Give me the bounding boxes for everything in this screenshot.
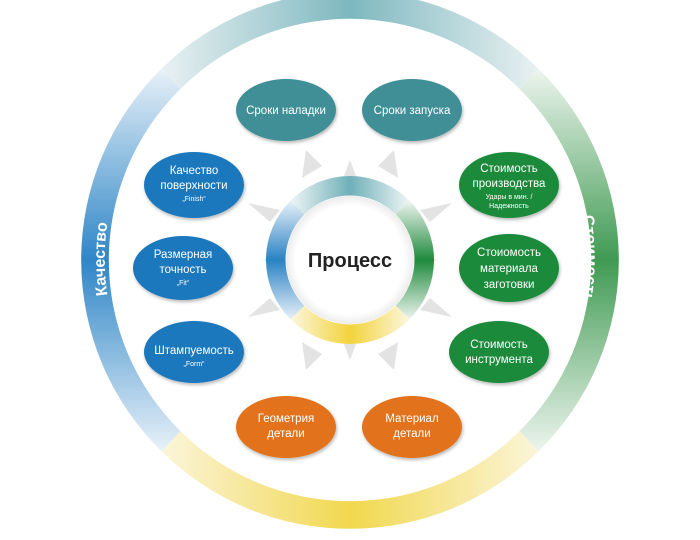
- node-label: Стоимость: [480, 163, 538, 175]
- ray-arrow: [378, 342, 398, 370]
- ray-arrow: [248, 298, 280, 317]
- center-circle: [286, 196, 414, 324]
- outer-ring-top: [161, 0, 539, 89]
- ring-label-right: Стоимость: [578, 214, 599, 304]
- center-title: Процесс: [308, 250, 392, 272]
- node-setup-time: Сроки наладки: [236, 79, 336, 141]
- node-production-cost: Стоимость производства Удары в мин. / На…: [459, 152, 559, 218]
- outer-ring-bottom: [161, 431, 539, 529]
- inner-ring: [265, 175, 435, 345]
- inner-ring-left: [265, 200, 305, 320]
- outer-ring: [81, 0, 619, 529]
- node-tool-cost: Стоимость инструмента: [449, 321, 549, 383]
- node-sublabel: „Fit“: [177, 280, 190, 287]
- ray-arrow: [302, 150, 322, 178]
- ray-arrow: [420, 298, 452, 317]
- node-sublabel: Удары в мин. /: [486, 194, 533, 201]
- node-label: производства: [473, 178, 547, 190]
- node-label: точность: [159, 264, 206, 276]
- node-ellipse: [362, 79, 462, 141]
- node-label: Качество: [170, 165, 219, 177]
- node-label: Геометрия: [258, 413, 314, 425]
- ray-arrow: [302, 342, 322, 370]
- node-label: Сроки наладки: [246, 105, 326, 117]
- node-label: материала: [480, 263, 539, 275]
- node-sublabel: Надежность: [489, 203, 529, 210]
- ray-arrow: [378, 150, 398, 178]
- node-label: Стоиомость: [477, 247, 541, 259]
- ray-arrow: [420, 203, 452, 222]
- node-ellipse: [144, 152, 244, 218]
- node-formability: Штампуемость „Form“: [144, 321, 244, 383]
- inner-ring-bottom: [290, 305, 410, 345]
- node-sublabel: „Form“: [184, 361, 206, 368]
- node-ellipse: [236, 79, 336, 141]
- node-label: заготовки: [484, 279, 535, 291]
- node-label: инструмента: [465, 354, 533, 366]
- node-ellipse: [133, 236, 233, 300]
- node-ellipse: [362, 396, 462, 458]
- node-label: Сроки запуска: [374, 105, 451, 117]
- node-label: поверхности: [160, 180, 227, 192]
- node-surface-quality: Качество поверхности „Finish“: [144, 152, 244, 218]
- node-ellipse: [459, 152, 559, 218]
- node-label: детали: [267, 428, 304, 440]
- node-label: Размерная: [154, 249, 213, 261]
- node-launch-time: Сроки запуска: [362, 79, 462, 141]
- node-label: Штампуемость: [154, 345, 234, 357]
- node-part-geometry: Геометрия детали: [236, 396, 336, 458]
- node-ellipse: [144, 321, 244, 383]
- outer-ring-left: [81, 68, 181, 452]
- node-material-cost: Стоиомость материала заготовки: [459, 234, 559, 302]
- node-part-material: Материал детали: [362, 396, 462, 458]
- node-ellipse: [459, 234, 559, 302]
- node-dimensional-accuracy: Размерная точность „Fit“: [133, 236, 233, 300]
- inner-ring-top: [290, 175, 410, 215]
- node-sublabel: „Finish“: [182, 196, 206, 203]
- node-label: Стоимость: [470, 339, 528, 351]
- inner-ring-right: [395, 200, 435, 320]
- ray-arrow: [248, 203, 280, 222]
- outer-ring-right: [519, 68, 619, 452]
- node-label: детали: [393, 428, 430, 440]
- ring-label-top: Сроки разработки: [275, 49, 425, 79]
- node-ellipse: [449, 321, 549, 383]
- node-ellipse: [236, 396, 336, 458]
- node-label: Материал: [385, 413, 438, 425]
